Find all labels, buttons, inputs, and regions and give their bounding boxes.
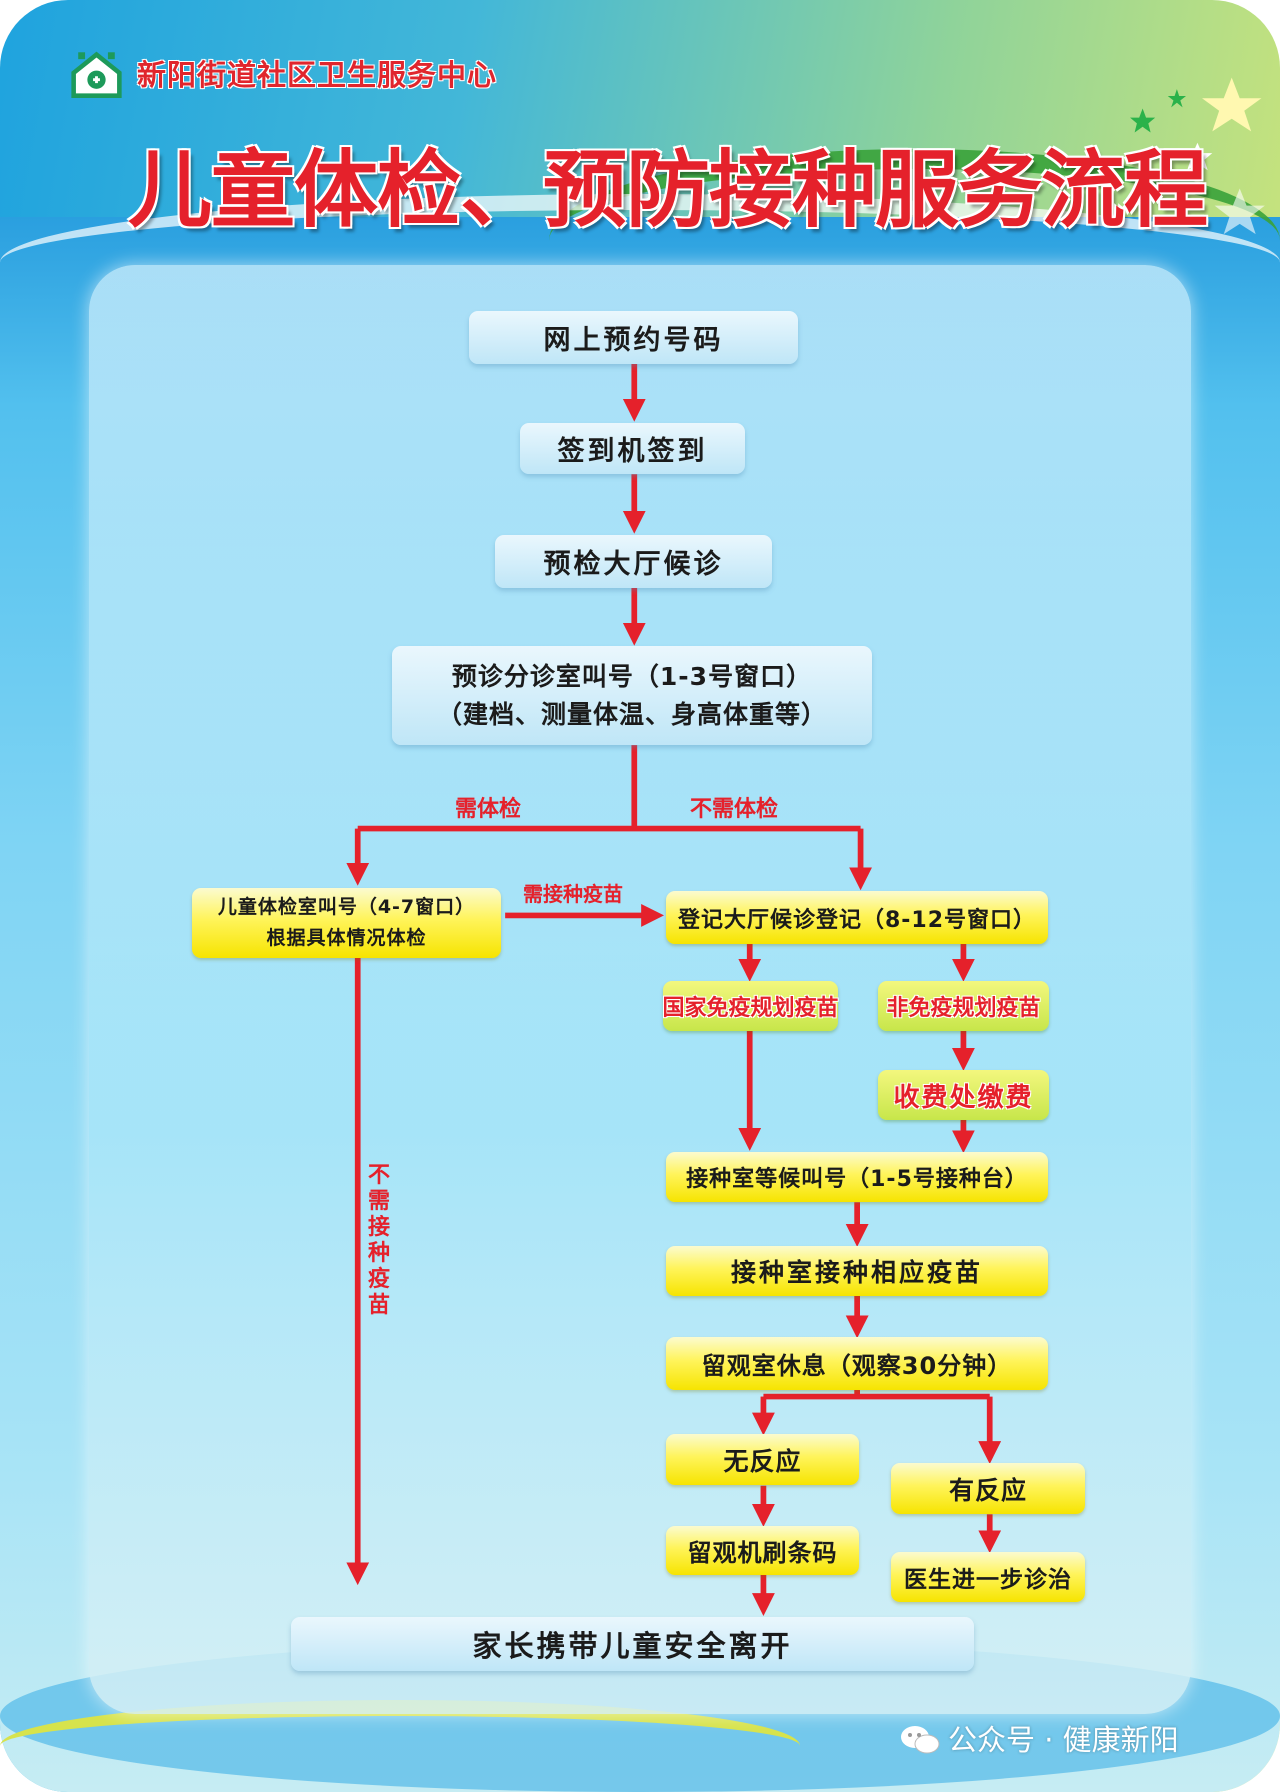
step-payment: 收费处缴费	[878, 1070, 1049, 1120]
step-label: 家长携带儿童安全离开	[472, 1629, 793, 1663]
star-icon	[1214, 188, 1265, 235]
step-label: 预检大厅候诊	[543, 549, 724, 580]
step-label: 接种室接种相应疫苗	[730, 1258, 983, 1287]
organization-name: 新阳街道社区卫生服务中心	[137, 58, 498, 92]
step-label: 儿童体检室叫号（4-7窗口）	[217, 896, 476, 918]
step-registration: 登记大厅候诊登记（8-12号窗口）	[666, 891, 1048, 944]
step-online-booking: 网上预约号码	[469, 311, 798, 364]
star-icon	[1130, 108, 1156, 133]
wechat-icon	[901, 1726, 940, 1754]
star-icon	[1202, 77, 1262, 132]
step-label: 预诊分诊室叫号（1-3号窗口）	[451, 661, 813, 691]
step-waiting-hall: 预检大厅候诊	[495, 535, 772, 588]
step-leave: 家长携带儿童安全离开	[291, 1617, 974, 1671]
star-icon	[1167, 89, 1187, 108]
step-observe: 留观室休息（观察30分钟）	[666, 1337, 1048, 1390]
step-label: 非免疫规划疫苗	[886, 996, 1041, 1021]
step-label: 登记大厅候诊登记（8-12号窗口）	[677, 907, 1037, 933]
watermark-text: 公众号 · 健康新阳	[948, 1723, 1179, 1757]
national-vaccine: 国家免疫规划疫苗	[662, 981, 839, 1031]
step-wait-call: 接种室等候叫号（1-5号接种台）	[666, 1152, 1048, 1202]
branch-label-no-exam: 不需体检	[690, 797, 779, 822]
label-need-vaccine: 需接种疫苗	[523, 882, 623, 906]
step-vaccinate: 接种室接种相应疫苗	[666, 1246, 1048, 1296]
step-label: 接种室等候叫号（1-5号接种台）	[686, 1167, 1028, 1192]
branch-label-exam: 需体检	[455, 797, 522, 822]
step-label: 无反应	[723, 1446, 802, 1476]
watermark: 公众号 · 健康新阳	[900, 1722, 1179, 1758]
logo-icon	[69, 50, 124, 98]
no-reaction: 无反应	[666, 1434, 859, 1485]
step-label: （建档、测量体温、身高体重等）	[436, 699, 827, 729]
step-label: 留观室休息（观察30分钟）	[701, 1352, 1013, 1380]
step-doctor: 医生进一步诊治	[891, 1552, 1085, 1602]
step-label: 收费处缴费	[893, 1082, 1034, 1113]
step-label: 医生进一步诊治	[904, 1567, 1072, 1593]
step-label: 国家免疫规划疫苗	[662, 996, 839, 1021]
step-label: 签到机签到	[557, 436, 708, 467]
step-check-in: 签到机签到	[520, 423, 745, 474]
step-label: 根据具体情况体检	[266, 927, 427, 949]
step-child-exam: 儿童体检室叫号（4-7窗口） 根据具体情况体检	[192, 888, 501, 958]
label-no-vaccine: 不需接种疫苗	[367, 1163, 390, 1318]
reaction: 有反应	[891, 1463, 1085, 1514]
step-label: 网上预约号码	[543, 325, 724, 356]
step-triage: 预诊分诊室叫号（1-3号窗口） （建档、测量体温、身高体重等）	[392, 646, 872, 745]
step-label: 有反应	[948, 1475, 1027, 1505]
stars	[1130, 77, 1265, 235]
page-title: 儿童体检、预防接种服务流程	[128, 140, 1208, 239]
step-label: 留观机刷条码	[687, 1539, 838, 1567]
step-scan-barcode: 留观机刷条码	[666, 1526, 859, 1575]
non-national-vaccine: 非免疫规划疫苗	[878, 981, 1049, 1031]
star-icon	[1182, 142, 1213, 171]
